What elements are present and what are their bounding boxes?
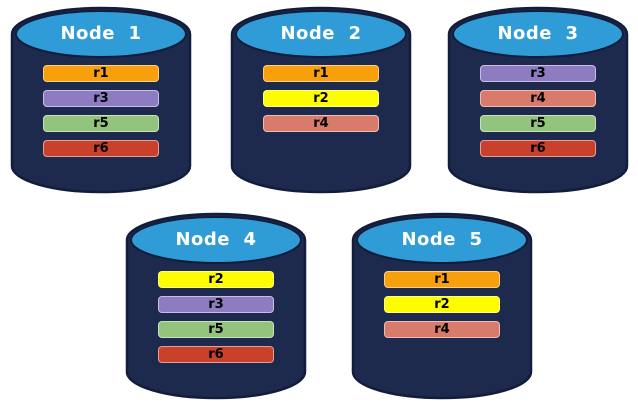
replica-label: r1 [313,66,329,81]
replica-bar-r6: r6 [158,346,274,363]
replica-bar-r6: r6 [43,140,159,157]
replica-label: r4 [434,322,450,337]
replica-label: r2 [208,272,224,287]
replica-bar-r4: r4 [263,115,379,132]
replica-bar-r5: r5 [158,321,274,338]
db-node-4: Node 4 r2 r3 r5 r6 [125,211,307,401]
replica-bar-r3: r3 [480,65,596,82]
db-node-2: Node 2 r1 r2 r4 [230,5,412,195]
replica-label: r5 [530,116,546,131]
replica-list: r1 r3 r5 r6 [43,65,159,165]
replica-label: r2 [313,91,329,106]
node-title: Node 5 [401,229,483,250]
replica-bar-r1: r1 [384,271,500,288]
replica-list: r1 r2 r4 [263,65,379,140]
replica-label: r4 [530,91,546,106]
replica-label: r2 [434,297,450,312]
replica-list: r3 r4 r5 r6 [480,65,596,165]
replica-label: r6 [530,141,546,156]
cylinder-top-ellipse [235,10,407,58]
replica-bar-r3: r3 [43,90,159,107]
replica-bar-r6: r6 [480,140,596,157]
replica-label: r6 [208,347,224,362]
replica-label: r1 [434,272,450,287]
db-node-5: Node 5 r1 r2 r4 [351,211,533,401]
replica-bar-r5: r5 [43,115,159,132]
cylinder-top-ellipse [452,10,624,58]
replica-bar-r1: r1 [43,65,159,82]
cylinder-top-ellipse [130,216,302,264]
replica-bar-r2: r2 [158,271,274,288]
replica-label: r6 [93,141,109,156]
node-title: Node 2 [280,23,362,44]
replica-bar-r2: r2 [263,90,379,107]
replica-bar-r5: r5 [480,115,596,132]
replica-label: r1 [93,66,109,81]
db-node-3: Node 3 r3 r4 r5 r6 [447,5,629,195]
replica-list: r1 r2 r4 [384,271,500,346]
db-node-1: Node 1 r1 r3 r5 r6 [10,5,192,195]
replica-label: r4 [313,116,329,131]
replica-label: r5 [208,322,224,337]
cylinder-top-ellipse [356,216,528,264]
node-title: Node 4 [175,229,257,250]
node-title: Node 3 [497,23,579,44]
replica-bar-r4: r4 [480,90,596,107]
replica-bar-r1: r1 [263,65,379,82]
node-title: Node 1 [60,23,142,44]
replica-label: r3 [208,297,224,312]
replica-bar-r3: r3 [158,296,274,313]
replica-bar-r4: r4 [384,321,500,338]
replica-bar-r2: r2 [384,296,500,313]
cylinder-top-ellipse [15,10,187,58]
replica-label: r5 [93,116,109,131]
replica-label: r3 [93,91,109,106]
replica-list: r2 r3 r5 r6 [158,271,274,371]
replica-label: r3 [530,66,546,81]
